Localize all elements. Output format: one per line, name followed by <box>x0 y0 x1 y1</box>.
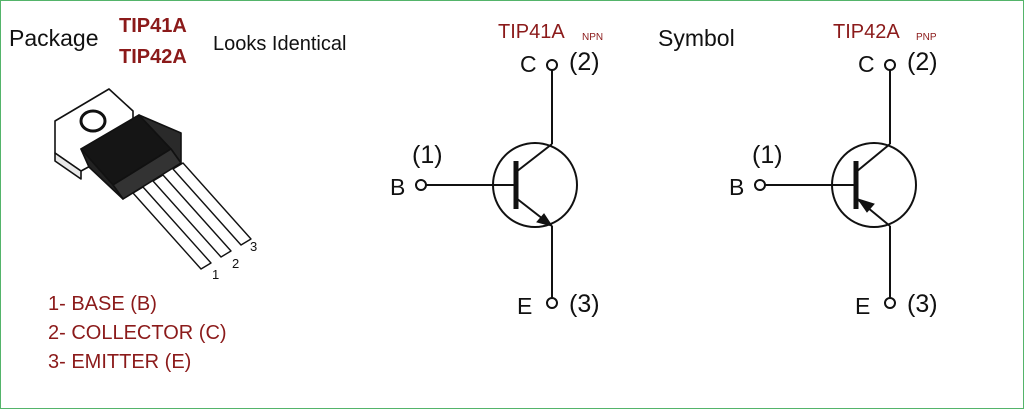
package-title: Package <box>9 25 99 51</box>
pnp-transistor-symbol <box>754 59 917 309</box>
pin-legend-emitter: 3- EMITTER (E) <box>48 351 192 373</box>
pin-legend-collector: 2- COLLECTOR (C) <box>48 322 227 344</box>
looks-identical-note: Looks Identical <box>213 33 347 55</box>
pnp-collector-label: C <box>858 51 875 77</box>
npn-emitter-pin-label: (3) <box>569 290 600 318</box>
pin-number-1: 1 <box>212 267 220 282</box>
npn-base-label: B <box>390 174 406 200</box>
npn-emitter-terminal <box>546 297 558 309</box>
pnp-collector-terminal <box>884 59 896 71</box>
npn-part-label: TIP41A <box>498 21 565 43</box>
pin-number-2: 2 <box>232 256 240 271</box>
mounting-hole <box>79 109 107 133</box>
npn-collector-label: C <box>520 51 537 77</box>
to220-package-illustration <box>54 88 252 270</box>
pnp-base-terminal <box>754 179 766 191</box>
pin-number-3: 3 <box>250 239 258 254</box>
npn-base-terminal <box>415 179 427 191</box>
npn-type-label: NPN <box>582 32 604 43</box>
pnp-emitter-pin-label: (3) <box>907 290 938 318</box>
part-tip42a-label: TIP42A <box>119 46 187 68</box>
pnp-base-label: B <box>729 174 745 200</box>
pnp-type-label: PNP <box>916 32 937 43</box>
part-tip41a-label: TIP41A <box>119 15 187 37</box>
symbol-title: Symbol <box>658 25 735 51</box>
npn-collector-terminal <box>546 59 558 71</box>
pnp-part-label: TIP42A <box>833 21 900 43</box>
pnp-collector-pin-label: (2) <box>907 48 938 76</box>
npn-emitter-label: E <box>517 293 533 319</box>
pnp-base-pin-label: (1) <box>752 141 783 169</box>
npn-emitter-arrow <box>536 213 554 227</box>
package-pin-3 <box>172 162 252 246</box>
pnp-emitter-label: E <box>855 293 871 319</box>
npn-base-pin-label: (1) <box>412 141 443 169</box>
pin-legend-base: 1- BASE (B) <box>48 293 157 315</box>
pnp-emitter-arrow <box>856 198 875 213</box>
pnp-emitter-terminal <box>884 297 896 309</box>
npn-collector-pin-label: (2) <box>569 48 600 76</box>
npn-transistor-symbol <box>415 59 578 309</box>
